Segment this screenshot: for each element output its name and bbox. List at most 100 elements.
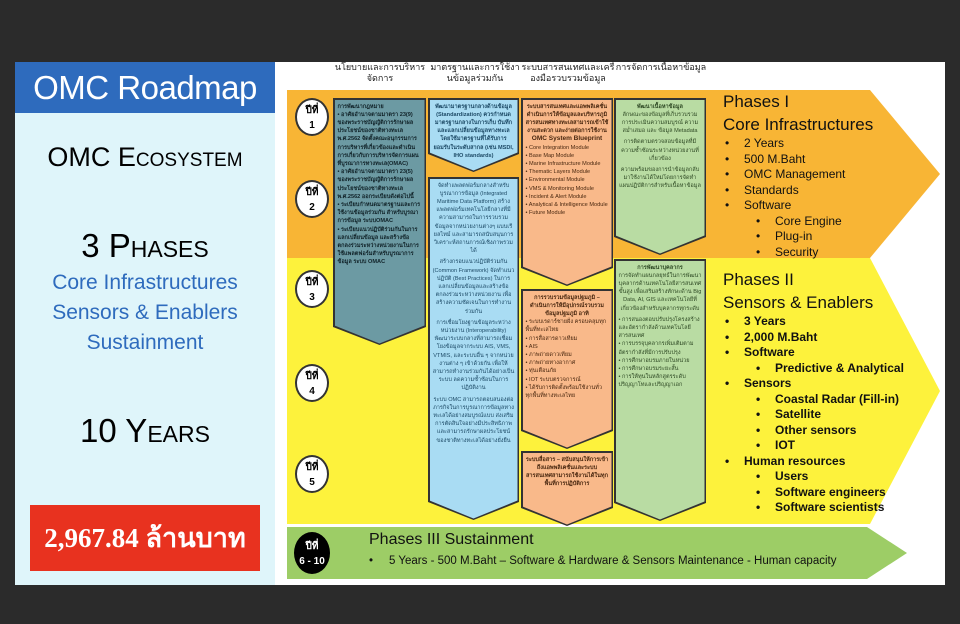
box-item: การศึกษาอบรมระยะสั้น	[619, 365, 702, 373]
years-heading: 10 Years	[80, 412, 210, 449]
phase2-subitem: Satellite	[723, 407, 904, 423]
standards-box-2: จัดทำแพลตฟอร์มกลางสำหรับบูรณาการข้อมูล (…	[428, 177, 519, 520]
year-label: ปีที่	[305, 541, 319, 552]
box-item: Core Integration Module	[526, 144, 609, 152]
year-circle-4: ปีที่4	[295, 364, 329, 402]
year-circle-1: ปีที่ 1	[295, 98, 329, 136]
year-circle-5: ปีที่ 5	[295, 455, 329, 493]
year-number: 1	[309, 120, 315, 131]
year-label: ปีที่	[305, 105, 319, 116]
box-paragraph: ความพร้อมของการนำข้อมูลกลับมาใช้งานได้ให…	[619, 166, 701, 190]
box-item: ได้รับการติดตั้งพร้อมใช้งานทั่วทุกพื้นที…	[526, 384, 609, 400]
phase2-subitem: IOT	[723, 438, 904, 454]
phase2-item: Sensors	[723, 376, 904, 392]
phase1-subitem: Security	[723, 245, 873, 261]
year-number: 6 - 10	[299, 556, 325, 567]
phase2-item: 3 Years	[723, 314, 904, 330]
year-number: 2	[309, 202, 315, 213]
box-item: IOT ระบบตรวจการณ์	[526, 376, 609, 384]
phase-names: Core Infrastructures Sensors & Enablers …	[15, 268, 275, 358]
year-label: ปีที่	[305, 277, 319, 288]
box-paragraph: ลักษณะของข้อมูลที่เก็บรวบรวม การประเมินค…	[621, 111, 699, 135]
box-item: ระเบียบกำหนดมาตรฐานและการใช้งานข้อมูลร่ว…	[338, 201, 422, 226]
phase2-item: Software	[723, 345, 904, 361]
content-box-2: การพัฒนาบุคลากร การจัดทำแผนกลยุทธ์ในการพ…	[614, 259, 706, 521]
box-title: การพัฒนาบุคลากร	[637, 264, 683, 271]
phase3-line: 5 Years - 500 M.Baht – Software & Hardwa…	[389, 555, 837, 567]
box-item: Marine Infrastructure Module	[526, 160, 609, 168]
phase3-detail: • 5 Years - 500 M.Baht – Software & Hard…	[369, 555, 837, 567]
column-header-content: การจัดการเนื้อหาข้อมูล	[615, 62, 707, 73]
box-subtitle: OMC System Blueprint	[531, 135, 603, 143]
ecosystem-heading: OMC Ecosystem	[47, 142, 243, 172]
box-item: อาศัยอำนาจตามมาตรา 23(9) ของพระราชบัญญัต…	[338, 111, 422, 168]
policy-box: การพัฒนากฎหมาย อาศัยอำนาจตามมาตรา 23(9) …	[333, 98, 426, 345]
phase3-band: ปีที่ 6 - 10 Phases III Sustainment • 5 Y…	[287, 527, 907, 579]
box-title: พัฒนาเนื้อหาข้อมูล	[637, 103, 683, 110]
systems-box-3: ระบบสื่อสาร – สนับสนุนให้การเข้าถึงแอพพล…	[521, 451, 613, 526]
phase1-subitem: Core Engine	[723, 214, 873, 230]
phase1-item: 2 Years	[723, 136, 873, 152]
phase2-subitem: Users	[723, 469, 904, 485]
box-item: ทุ่นเตือนภัย	[526, 367, 609, 375]
phase1-item: Standards	[723, 183, 873, 199]
standards-box-1: พัฒนามาตรฐานกลางด้านข้อมูล (Standardizat…	[428, 98, 519, 172]
year-circle-2: ปีที่2	[295, 180, 329, 218]
summary-panel: OMC Roadmap OMC Ecosystem 3 Phases Core …	[15, 62, 275, 585]
box-title: ระบบสารสนเทศและแอพพลิเคชั่น ดำเนินการให้…	[525, 103, 609, 135]
box-item: ภาพถ่ายดาวเทียม	[526, 351, 609, 359]
year-number: 3	[309, 292, 315, 303]
box-item: Base Map Module	[526, 152, 609, 160]
roadmap-diagram: ปีที่ 6 - 10 Phases III Sustainment • 5 Y…	[275, 62, 945, 585]
column-header-systems: ระบบสารสนเทศและเครื่องมือรวบรวมข้อมูล	[521, 62, 615, 84]
box-title: การพัฒนากฎหมาย	[337, 103, 384, 110]
phase2-summary: Phases II Sensors & Enablers 3 Years 2,0…	[723, 268, 904, 516]
phase-name: Core Infrastructures	[52, 271, 238, 294]
box-item: ระเบียบแนวปฏิบัติร่วมกันในการแลกเปลี่ยนข…	[338, 226, 422, 267]
box-item: VMS & Monitoring Module	[526, 185, 609, 193]
box-item: Future Module	[526, 209, 609, 217]
systems-box-2: การรวบรวมข้อมูลปฐมภูมิ – ดำเนินการให้มีอ…	[521, 289, 613, 449]
box-title: การรวบรวมข้อมูลปฐมภูมิ – ดำเนินการให้มีอ…	[530, 294, 604, 317]
box-item: อาศัยอำนาจตามมาตรา 23(5) ของพระราชบัญญัต…	[338, 168, 422, 201]
box-item: ภาพถ่ายทางอากาศ	[526, 359, 609, 367]
box-paragraph: การจัดทำแผนกลยุทธ์ในการพัฒนาบุคลากรด้านเ…	[618, 272, 702, 312]
phase2-subitem: Software engineers	[723, 485, 904, 501]
box-paragraph: จัดทำแพลตฟอร์มกลางสำหรับบูรณาการข้อมูล (…	[433, 182, 514, 255]
box-item: การสื่อสารดาวเทียม	[526, 335, 609, 343]
box-paragraph: การเชื่อมโยงฐานข้อมูลระหว่างหน่วยงาน (In…	[432, 319, 515, 392]
box-item: Incident & Alert Module	[526, 193, 609, 201]
box-item: การให้ทุนในหลักสูตรระดับปริญญาโทและปริญญ…	[619, 373, 702, 389]
year-number: 5	[309, 477, 315, 488]
year-circle-3: ปีที่ 3	[295, 270, 329, 308]
systems-box-1: ระบบสารสนเทศและแอพพลิเคชั่น ดำเนินการให้…	[521, 98, 613, 286]
box-item: การบรรจุบุคลากรเพิ่มเติมตามอัตรากำลังที่…	[619, 340, 702, 356]
box-item: AIS	[526, 343, 609, 351]
box-paragraph: การติดตามตรวจสอบข้อมูลที่มีความซ้ำซ้อนระ…	[621, 139, 699, 162]
box-item: Analytical & Intelligence Module	[526, 201, 609, 209]
phase3-title: Phases III Sustainment	[369, 531, 534, 548]
column-header-policy: นโยบายและการบริหารจัดการ	[333, 62, 427, 84]
phase2-subitem: Software scientists	[723, 500, 904, 516]
phase2-subtitle: Sensors & Enablers	[723, 293, 874, 312]
phase2-item: 2,000 M.Baht	[723, 330, 904, 346]
phase2-item: Human resources	[723, 454, 904, 470]
phase1-item: Software	[723, 198, 873, 214]
phase2-subitem: Predictive & Analytical	[723, 361, 904, 377]
phase2-subitem: Coastal Radar (Fill-in)	[723, 392, 904, 408]
phase1-summary: Phases I Core Infrastructures 2 Years 50…	[723, 90, 873, 260]
phase2-title: Phases II	[723, 270, 794, 289]
box-item: การศึกษาอบรมภายในหน่วย	[619, 357, 702, 365]
phase2-subitem: Other sensors	[723, 423, 904, 439]
box-paragraph: ระบบ OMC สามารถตอบสนองต่อภารกิจในการบูรณ…	[433, 396, 514, 444]
phase1-item: 500 M.Baht	[723, 152, 873, 168]
phase1-item: OMC Management	[723, 167, 873, 183]
content-box-1: พัฒนาเนื้อหาข้อมูล ลักษณะของข้อมูลที่เก็…	[614, 98, 706, 255]
year-label: ปีที่	[305, 462, 319, 473]
phase-name: Sensors & Enablers	[52, 301, 238, 324]
box-paragraph: สร้างกรอบแนวปฏิบัติร่วมกัน (Common Frame…	[432, 259, 515, 315]
column-header-standards: มาตรฐานและการใช้งานข้อมูลร่วมกัน	[428, 62, 522, 84]
phase1-subitem: Plug-in	[723, 229, 873, 245]
year-number: 4	[309, 386, 315, 397]
roadmap-title: OMC Roadmap	[15, 62, 275, 113]
